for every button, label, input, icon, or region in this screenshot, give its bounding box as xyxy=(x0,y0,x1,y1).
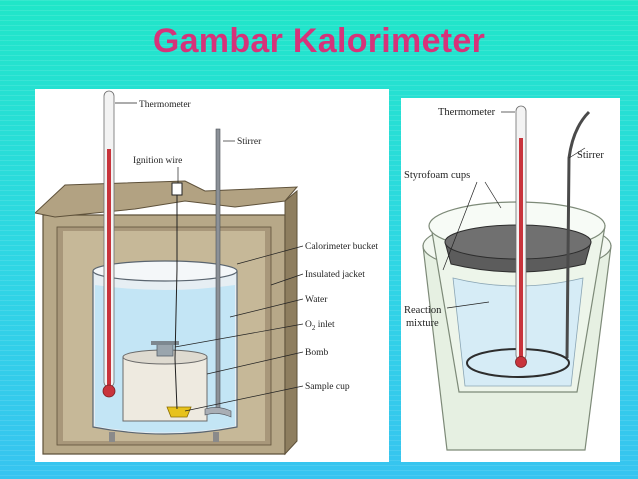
insulated-jacket-side xyxy=(284,189,298,456)
bucket-foot xyxy=(109,432,115,442)
coffee-cup-calorimeter-panel: Thermometer Styrofoam cups Stirrer React… xyxy=(401,98,620,462)
thermometer-liquid xyxy=(107,149,111,389)
label-insulated-jacket: Insulated jacket xyxy=(305,270,365,280)
calorimeter-lid xyxy=(35,180,299,218)
label-bomb: Bomb xyxy=(305,348,328,358)
label-thermometer: Thermometer xyxy=(438,107,496,118)
label-reaction-line1: Reaction xyxy=(404,305,442,316)
leader-lines xyxy=(115,102,304,412)
leader-lines xyxy=(442,111,586,309)
ignition-wire xyxy=(174,185,178,410)
stirrer-shaft xyxy=(215,128,221,414)
bucket-rim xyxy=(92,260,238,282)
label-stirrer: Stirrer xyxy=(577,150,604,161)
label-o2-inlet: O2 inlet xyxy=(305,320,335,332)
bomb xyxy=(122,356,208,422)
label-o2-inlet-prefix: O xyxy=(305,320,312,330)
page-title: Gambar Kalorimeter xyxy=(152,22,486,60)
bomb-calorimeter-panel: Thermometer Ignition wire Stirrer Calori… xyxy=(35,89,389,462)
sample-cup xyxy=(166,406,192,418)
coffee-cup-calorimeter-diagram: Thermometer Styrofoam cups Stirrer React… xyxy=(404,105,612,451)
label-sample-cup: Sample cup xyxy=(305,382,350,392)
label-calorimeter-bucket: Calorimeter bucket xyxy=(305,242,378,252)
stirrer-blade xyxy=(204,407,232,418)
thermometer-bulb xyxy=(515,356,527,368)
label-ignition-wire: Ignition wire xyxy=(133,156,182,166)
label-reaction-line2: mixture xyxy=(406,318,439,329)
label-stirrer: Stirrer xyxy=(237,137,262,147)
ignition-wire-connector xyxy=(171,182,183,196)
bomb-calorimeter-diagram: Thermometer Ignition wire Stirrer Calori… xyxy=(35,90,378,456)
o2-inlet-cap xyxy=(151,341,179,345)
label-styrofoam-cups: Styrofoam cups xyxy=(404,170,470,181)
label-water: Water xyxy=(305,295,328,305)
label-o2-inlet-subscript: 2 xyxy=(312,324,316,332)
bucket-foot xyxy=(213,432,219,442)
thermometer-liquid xyxy=(519,138,523,358)
o2-inlet-valve xyxy=(156,343,174,357)
label-o2-inlet-suffix: inlet xyxy=(315,320,335,330)
thermometer-bulb xyxy=(102,384,116,398)
label-thermometer: Thermometer xyxy=(139,100,192,110)
